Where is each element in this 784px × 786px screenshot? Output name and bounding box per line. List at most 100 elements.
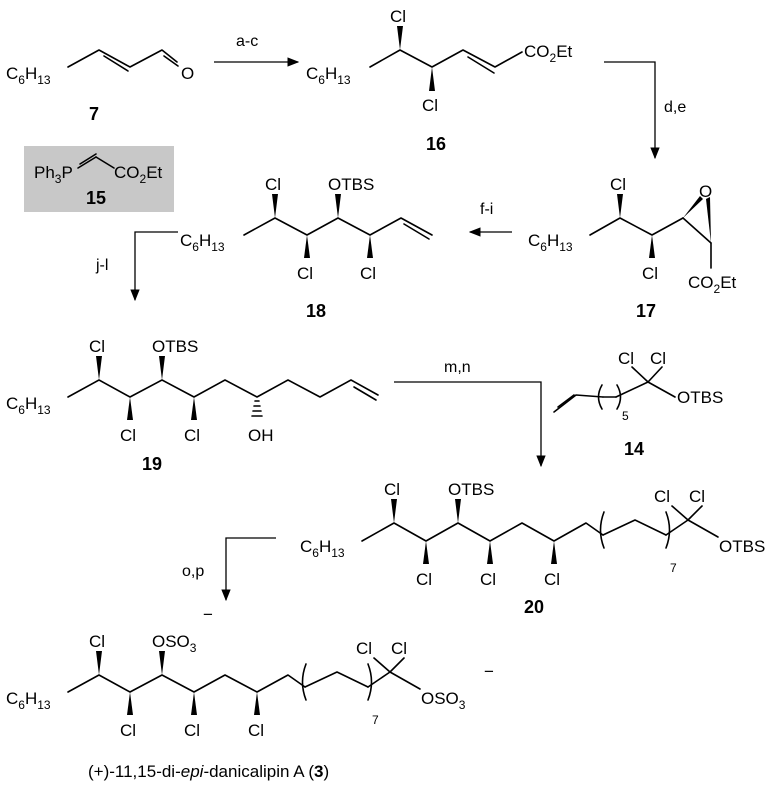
compound-17: C6H13 Cl Cl O CO2Et 17 xyxy=(528,175,737,321)
chlorine-label: Cl xyxy=(610,175,626,194)
chlorine-label: Cl xyxy=(654,487,670,506)
wedge-bond xyxy=(683,196,703,218)
wedge-bond xyxy=(191,397,197,420)
product-name-prefix: (+)-11,15-di- xyxy=(88,762,181,781)
wedge-bond xyxy=(429,67,435,91)
reaction-arrow xyxy=(394,381,546,468)
double-bond xyxy=(79,153,97,165)
bond xyxy=(373,657,391,673)
reaction-arrow xyxy=(604,61,660,160)
chlorine-label: Cl xyxy=(248,721,264,740)
wedge-bond xyxy=(617,194,623,218)
reagent-15-box: Ph3P CO2Et 15 xyxy=(24,146,174,212)
wedge-bond xyxy=(455,499,461,523)
bond xyxy=(95,156,115,169)
c6h13-label: C6H13 xyxy=(6,64,51,87)
bond xyxy=(67,49,178,68)
otbs-label: OTBS xyxy=(719,537,765,556)
chlorine-label: Cl xyxy=(384,480,400,499)
c6h13-label: C6H13 xyxy=(306,64,351,87)
chlorine-label: Cl xyxy=(120,426,136,445)
sulfate-label: OSO3 xyxy=(421,689,466,712)
product-name: (+)-11,15-di-epi-danicalipin A (3) xyxy=(88,762,329,781)
chlorine-label: Cl xyxy=(422,96,438,115)
chlorine-label: Cl xyxy=(184,721,200,740)
wedge-bond xyxy=(304,235,310,258)
oxygen-label: O xyxy=(699,182,712,201)
sulfate-text: OSO xyxy=(421,689,459,708)
wedge-bond xyxy=(487,541,493,564)
chlorine-label: Cl xyxy=(689,487,705,506)
condition-label: a-c xyxy=(236,33,258,50)
double-bond xyxy=(103,55,129,72)
bond xyxy=(67,379,379,398)
chlorine-label: Cl xyxy=(360,264,376,283)
compound-19: C6H13 Cl Cl OTBS Cl OH 19 xyxy=(6,337,379,474)
ester-label: CO2Et xyxy=(524,42,573,65)
otbs-label: OTBS xyxy=(448,480,494,499)
bond xyxy=(361,522,604,542)
bond xyxy=(682,217,712,244)
reagent-box xyxy=(24,146,174,212)
repeat-count: 7 xyxy=(372,713,379,727)
compound-number: 7 xyxy=(89,104,99,124)
bond xyxy=(77,156,97,169)
repeat-count: 5 xyxy=(622,409,629,423)
compound-18: C6H13 Cl Cl OTBS Cl 18 xyxy=(180,175,433,321)
c6h13-label: C6H13 xyxy=(6,689,51,712)
ester-label: CO2Et xyxy=(688,273,737,296)
product-name-middle: -danicalipin A ( xyxy=(203,762,314,781)
otbs-label: OTBS xyxy=(152,337,198,356)
subscript: 3 xyxy=(190,641,197,655)
double-bond xyxy=(403,223,430,240)
compound-16: C6H13 Cl Cl CO2Et 16 xyxy=(306,7,573,154)
chlorine-label: Cl xyxy=(390,7,406,26)
chlorine-label: Cl xyxy=(89,632,105,651)
bond xyxy=(553,394,604,413)
wedge-bond xyxy=(367,235,373,258)
compound-number: 20 xyxy=(524,597,544,617)
c6h13-label: C6H13 xyxy=(300,537,345,560)
subscript: 3 xyxy=(459,698,466,712)
double-bond xyxy=(557,394,575,408)
wedge-bond xyxy=(159,651,165,675)
chlorine-label: Cl xyxy=(356,639,372,658)
condition-label: o,p xyxy=(182,563,204,580)
wedge-bond xyxy=(96,356,102,380)
chlorine-label: Cl xyxy=(265,175,281,194)
sulfate-text: OSO xyxy=(152,632,190,651)
sulfate-label: OSO3 xyxy=(152,632,197,655)
bond xyxy=(602,519,667,536)
c6h13-label: C6H13 xyxy=(180,231,225,254)
bond xyxy=(67,674,306,693)
chlorine-label: Cl xyxy=(391,639,407,658)
double-bond xyxy=(353,386,377,401)
wedge-bond xyxy=(272,194,278,218)
product-name-epi: epi xyxy=(181,762,205,781)
wedge-bond xyxy=(159,356,165,380)
compound-7: C6H13 O 7 xyxy=(6,49,194,124)
product-name-suffix: ) xyxy=(323,762,329,781)
bond xyxy=(369,49,523,68)
bond xyxy=(615,381,676,398)
compound-number: 16 xyxy=(426,134,446,154)
bond xyxy=(631,366,649,383)
repeat-bracket xyxy=(597,384,603,410)
bond xyxy=(304,671,369,688)
condition-label: j-l xyxy=(95,257,108,274)
repeat-bracket xyxy=(301,663,307,701)
wedge-bond xyxy=(335,194,341,218)
chlorine-label: Cl xyxy=(642,264,658,283)
c6h13-label: C6H13 xyxy=(6,394,51,417)
repeat-bracket xyxy=(665,511,671,549)
bond xyxy=(671,505,689,521)
ylide-label: Ph3P xyxy=(34,163,73,186)
wedge-bond xyxy=(127,692,133,715)
bond xyxy=(367,671,421,690)
wedge-bond xyxy=(191,692,197,715)
repeat-bracket xyxy=(367,663,373,701)
bond xyxy=(243,217,433,236)
wedge-bond xyxy=(649,235,655,258)
chlorine-label: Cl xyxy=(416,570,432,589)
